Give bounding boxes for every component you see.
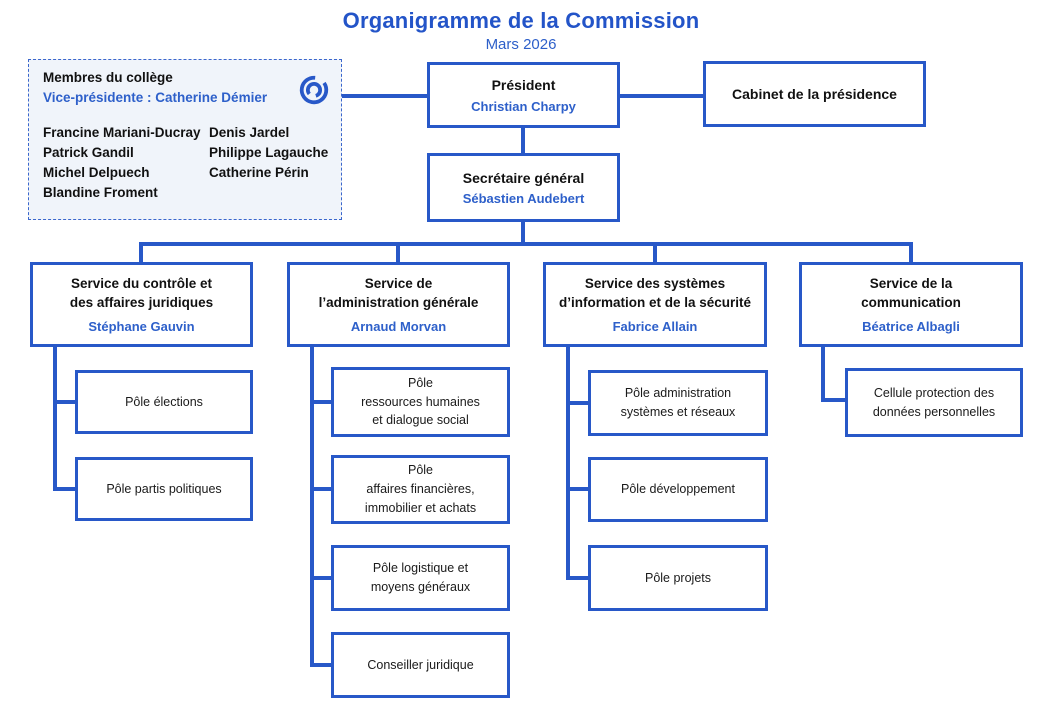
- service-head-name: Stéphane Gauvin: [88, 318, 195, 334]
- trunk-column-2: [310, 345, 314, 667]
- president-name: Christian Charpy: [471, 98, 576, 114]
- service-head-name: Béatrice Albagli: [862, 318, 960, 334]
- connector-members-president: [342, 94, 427, 98]
- connector-drop-service-4: [909, 242, 913, 264]
- unit-label: Pôle développement: [621, 482, 735, 497]
- secretary-general-name: Sébastien Audebert: [462, 191, 585, 207]
- unit-box-pole-partis-politiques: Pôle partis politiques: [75, 457, 253, 521]
- unit-box-cellule-protection-donnees: Cellule protection des données personnel…: [845, 368, 1023, 437]
- members-column-2: Denis Jardel Philippe Lagauche Catherine…: [209, 123, 328, 203]
- service-box-administration-generale: Service de l’administration générale Arn…: [287, 262, 510, 347]
- service-box-systemes-information: Service des systèmes d’information et de…: [543, 262, 767, 347]
- unit-box-pole-elections: Pôle élections: [75, 370, 253, 434]
- members-name-columns: Francine Mariani-Ducray Patrick Gandil M…: [43, 123, 341, 203]
- service-head-name: Fabrice Allain: [612, 318, 698, 334]
- member-name: Denis Jardel: [209, 125, 290, 140]
- unit-box-pole-developpement: Pôle développement: [588, 457, 768, 522]
- vice-president-line: Vice-présidente : Catherine Démier: [43, 90, 268, 105]
- stub-pole-admin-systemes: [566, 401, 588, 405]
- service-head-name: Arnaud Morvan: [350, 318, 447, 334]
- connector-bus: [139, 242, 913, 246]
- stub-pole-rh: [310, 400, 331, 404]
- unit-label: Pôle affaires financières, immobilier et…: [364, 463, 477, 515]
- unit-label: Pôle projets: [644, 570, 711, 585]
- cabinet-title: Cabinet de la présidence: [732, 85, 897, 102]
- unit-box-pole-affaires-financieres: Pôle affaires financières, immobilier et…: [331, 455, 510, 524]
- unit-label: Pôle élections: [125, 394, 203, 409]
- member-name: Blandine Froment: [43, 185, 158, 200]
- trunk-column-4: [821, 345, 825, 402]
- unit-label: Pôle ressources humaines et dialogue soc…: [361, 375, 480, 428]
- members-column-1: Francine Mariani-Ducray Patrick Gandil M…: [43, 123, 209, 203]
- trunk-column-3: [566, 345, 570, 580]
- connector-president-cabinet: [620, 94, 703, 98]
- cabinet-box: Cabinet de la présidence: [703, 61, 926, 127]
- service-box-communication: Service de la communication Béatrice Alb…: [799, 262, 1023, 347]
- commission-logo-icon: [299, 75, 329, 105]
- stub-pole-logistique: [310, 576, 331, 580]
- member-name: Patrick Gandil: [43, 145, 134, 160]
- member-name: Philippe Lagauche: [209, 145, 329, 160]
- members-heading: Membres du collège: [43, 70, 173, 85]
- connector-secretary-bus: [521, 220, 525, 244]
- connector-drop-service-1: [139, 242, 143, 264]
- stub-pole-finances: [310, 487, 331, 491]
- connector-drop-service-2: [396, 242, 400, 264]
- president-title: Président: [491, 77, 556, 94]
- connector-drop-service-3: [653, 242, 657, 264]
- stub-pole-developpement: [566, 487, 588, 491]
- member-name: Francine Mariani-Ducray: [43, 125, 201, 140]
- secretary-general-box: Secrétaire général Sébastien Audebert: [427, 153, 620, 222]
- service-title: Service des systèmes d’information et de…: [558, 276, 752, 310]
- unit-box-pole-projets: Pôle projets: [588, 545, 768, 611]
- connector-president-secretary: [521, 126, 525, 154]
- page-subtitle: Mars 2026: [485, 36, 557, 53]
- stub-conseiller-juridique: [310, 663, 331, 667]
- unit-label: Pôle logistique et moyens généraux: [370, 561, 471, 594]
- president-box: Président Christian Charpy: [427, 62, 620, 128]
- stub-pole-elections: [53, 400, 75, 404]
- service-title: Service du contrôle et des affaires juri…: [69, 276, 214, 310]
- service-box-controle-juridique: Service du contrôle et des affaires juri…: [30, 262, 253, 347]
- unit-box-conseiller-juridique: Conseiller juridique: [331, 632, 510, 698]
- page-title: Organigramme de la Commission: [342, 8, 700, 33]
- unit-box-pole-logistique: Pôle logistique et moyens généraux: [331, 545, 510, 611]
- unit-label: Conseiller juridique: [367, 657, 474, 672]
- secretary-general-title: Secrétaire général: [462, 169, 585, 186]
- service-title: Service de l’administration générale: [318, 276, 479, 310]
- unit-label: Pôle partis politiques: [106, 481, 222, 496]
- member-name: Catherine Périn: [209, 165, 309, 180]
- trunk-column-1: [53, 345, 57, 491]
- unit-label: Pôle administration systèmes et réseaux: [620, 386, 736, 419]
- stub-pole-projets: [566, 576, 588, 580]
- service-title: Service de la communication: [861, 276, 961, 310]
- members-college-panel: Membres du collège Vice-présidente : Cat…: [28, 59, 342, 220]
- stub-pole-partis: [53, 487, 75, 491]
- member-name: Michel Delpuech: [43, 165, 150, 180]
- unit-label: Cellule protection des données personnel…: [872, 385, 996, 419]
- unit-box-pole-rh: Pôle ressources humaines et dialogue soc…: [331, 367, 510, 437]
- stub-cellule-protection: [821, 398, 845, 402]
- unit-box-pole-admin-systemes: Pôle administration systèmes et réseaux: [588, 370, 768, 436]
